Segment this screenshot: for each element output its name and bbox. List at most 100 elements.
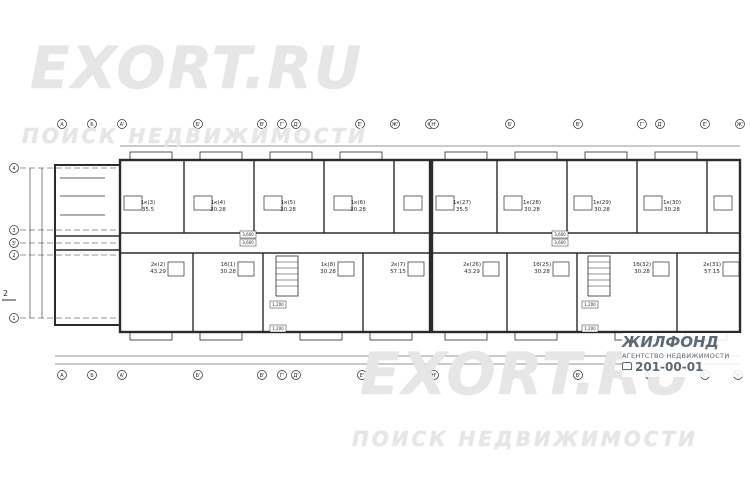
apartment-area: 30.28 xyxy=(220,269,236,275)
axis-bubble xyxy=(57,370,67,380)
axis-label: А' xyxy=(120,122,125,128)
axis-label: Ж' xyxy=(737,122,744,128)
watermark-site: EXORT.RU xyxy=(30,34,364,102)
watermark-slogan: ПОИСК НЕДВИЖИМОСТИ xyxy=(22,124,368,148)
apartment-label: 1б(1) xyxy=(221,262,236,268)
axis-label: В' xyxy=(576,373,581,379)
bathroom-block xyxy=(435,195,455,211)
axis-bubble xyxy=(193,370,203,380)
axis-label: Н' xyxy=(431,122,436,128)
elevation-box xyxy=(239,230,257,239)
apartment-label: 2к(31) xyxy=(703,262,721,268)
axis-label: А xyxy=(60,373,64,379)
apartment-label: 1к(29) xyxy=(593,200,611,206)
axis-label: Г' xyxy=(280,122,284,128)
bathroom-block xyxy=(407,261,425,277)
agency-logo: ЖИЛФОНД АГЕНТСТВО НЕДВИЖИМОСТИ 201-00-01 xyxy=(622,333,744,377)
bathroom-block xyxy=(337,261,355,277)
axis-bubble xyxy=(277,119,287,129)
axis-bubble xyxy=(9,313,19,323)
axis-bubble xyxy=(57,119,67,129)
bathroom-block xyxy=(643,195,663,211)
axis-label: Б' xyxy=(508,373,513,379)
axis-label: 2 xyxy=(12,253,15,259)
apartment-label: 2к(7) xyxy=(391,262,406,268)
axis-label: Д' xyxy=(657,122,662,128)
elevation-box xyxy=(551,238,569,247)
watermark-slogan-lower: ПОИСК НЕДВИЖИМОСТИ xyxy=(352,427,698,451)
apartment-area: 35.5 xyxy=(142,207,155,213)
axis-bubble xyxy=(573,119,583,129)
elevation-mark: 1,200 xyxy=(272,302,284,307)
axis-label: А xyxy=(60,122,64,128)
bathroom-block xyxy=(482,261,500,277)
axis-bubble xyxy=(9,238,19,248)
axis-bubble xyxy=(193,119,203,129)
axis-label: Е' xyxy=(360,373,365,379)
apartment-label: 1б(32) xyxy=(633,262,651,268)
apartment-label: 1к(30) xyxy=(663,200,681,206)
axis-label: Г' xyxy=(606,373,610,379)
apartment-label: 1к(8) xyxy=(321,262,336,268)
apartment-label: 1к(4) xyxy=(211,200,226,206)
axis-bubble xyxy=(357,370,367,380)
bathroom-block xyxy=(722,261,740,277)
axis-bubble xyxy=(655,119,665,129)
plan-structure xyxy=(2,145,742,365)
axis-label: 3 xyxy=(12,228,15,234)
axis-label: Е' xyxy=(703,122,708,128)
axis-label: Н' xyxy=(431,373,436,379)
apartment-area: 30.28 xyxy=(280,207,296,213)
axis-bubble xyxy=(735,119,745,129)
axis-bubble xyxy=(87,370,97,380)
axis-label: 4 xyxy=(12,166,15,172)
apartment-area: 30.28 xyxy=(534,269,550,275)
axis-bubble xyxy=(505,119,515,129)
apartment-area: 30.28 xyxy=(350,207,366,213)
grid-axes: АБА'Б'В'Г'Д'Е'Ж'Н'Н'Б'В'Г'Д'Е'Ж'АБА'Б'В'… xyxy=(9,119,745,380)
bathroom-block xyxy=(503,195,523,211)
elevation-mark: 3,600 xyxy=(242,240,254,245)
apartment-label: 1б(25) xyxy=(533,262,551,268)
apartment-area: 30.28 xyxy=(210,207,226,213)
bathroom-block xyxy=(193,195,213,211)
axis-label: 1 xyxy=(12,316,15,322)
axis-bubble xyxy=(390,119,400,129)
bathroom-block xyxy=(167,261,185,277)
elevation-box xyxy=(551,230,569,239)
elevation-box xyxy=(269,324,287,333)
phone-icon xyxy=(622,362,632,370)
axis-bubble xyxy=(603,370,613,380)
axis-bubble xyxy=(117,119,127,129)
apartment-area: 57.15 xyxy=(390,269,406,275)
apartment-label: 1к(5) xyxy=(281,200,296,206)
bathroom-block xyxy=(123,195,143,211)
elevation-box xyxy=(239,238,257,247)
elevation-box xyxy=(269,300,287,309)
axis-bubble xyxy=(355,119,365,129)
apartment-area: 30.28 xyxy=(634,269,650,275)
axis-label: Г' xyxy=(640,122,644,128)
elevation-box xyxy=(581,300,599,309)
axis-bubble xyxy=(637,119,647,129)
apartment-walls xyxy=(123,160,740,332)
apartment-label: 2к(26) xyxy=(463,262,481,268)
apartment-area: 30.28 xyxy=(594,207,610,213)
axis-bubble xyxy=(257,119,267,129)
apartment-area: 30.28 xyxy=(524,207,540,213)
bathroom-block xyxy=(573,195,593,211)
elevation-mark: 1,200 xyxy=(584,302,596,307)
apartment-label: 1к(28) xyxy=(523,200,541,206)
axis-bubble xyxy=(257,370,267,380)
axis-bubble xyxy=(429,119,439,129)
bathroom-block xyxy=(237,261,255,277)
axis-label: 3' xyxy=(12,241,17,247)
elevation-mark: 3,600 xyxy=(242,232,254,237)
axis-label: Б xyxy=(90,373,94,379)
apartment-area: 30.28 xyxy=(320,269,336,275)
axis-bubble xyxy=(505,370,515,380)
axis-label: Д' xyxy=(293,373,298,379)
apartment-area: 43.29 xyxy=(464,269,480,275)
axis-label: А' xyxy=(120,373,125,379)
